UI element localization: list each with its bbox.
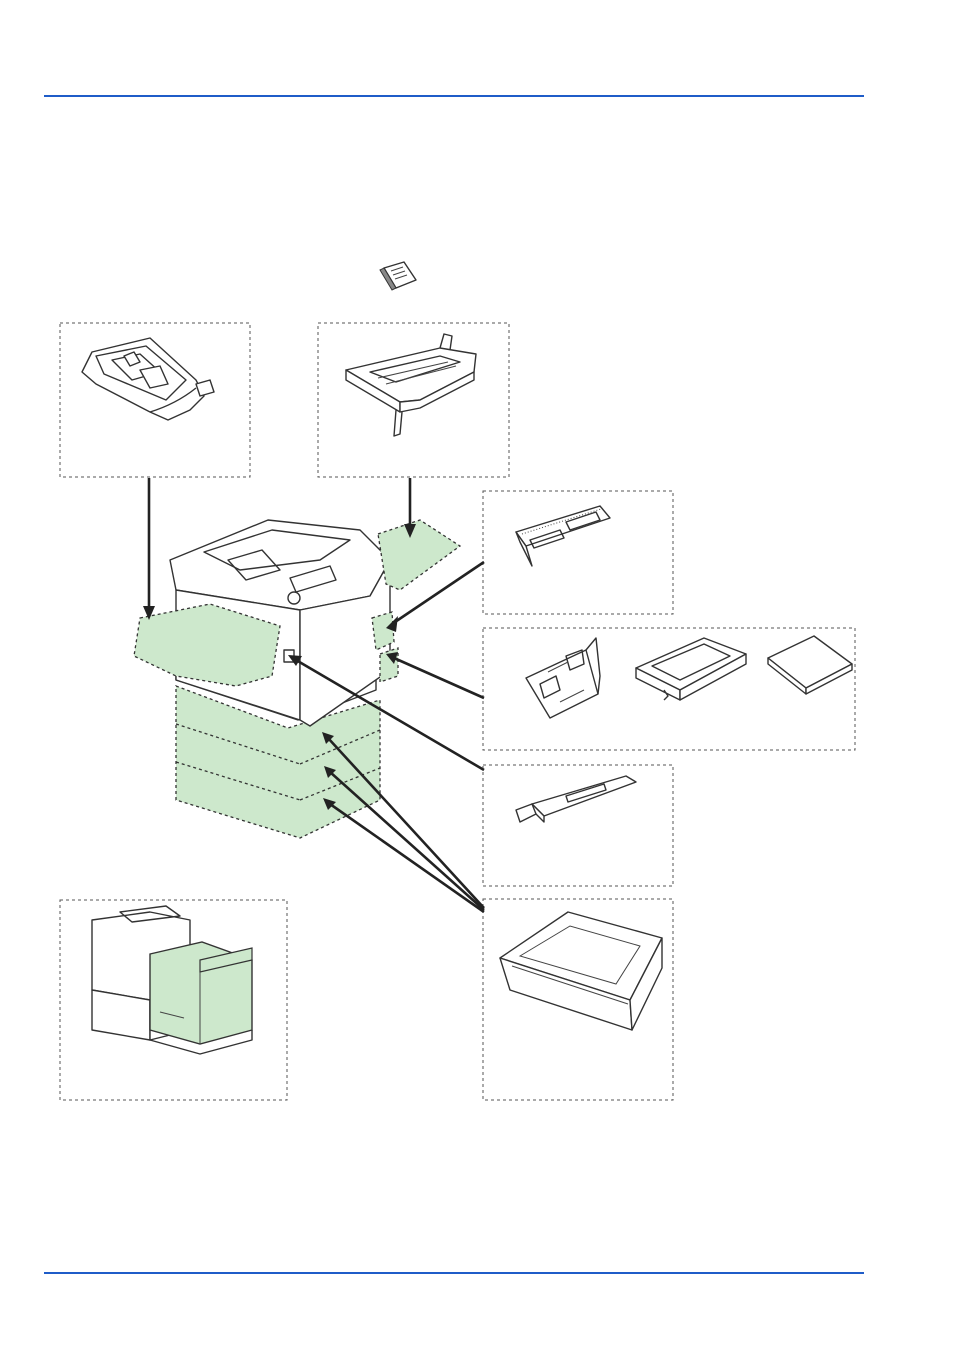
paper-feeder-box <box>482 898 674 1101</box>
memory-module-icon <box>515 505 611 567</box>
usb-memory-icon <box>515 775 637 823</box>
bulk-paper-feeder-icon <box>91 905 253 1055</box>
envelope-feeder-icon <box>81 337 215 421</box>
memory-module-box <box>482 490 674 615</box>
paper-feeder-icon <box>499 911 663 1031</box>
compactflash-card-icon <box>767 635 853 695</box>
top-rule <box>44 95 864 97</box>
bottom-rule <box>44 1272 864 1274</box>
network-card-icon <box>525 637 601 719</box>
note-icon <box>379 261 417 291</box>
bulk-paper-feeder-box <box>59 899 288 1101</box>
connector-arrows <box>143 478 485 914</box>
usb-memory-box <box>482 764 674 887</box>
printer-illustration <box>133 519 462 839</box>
storage-options-box <box>482 627 856 751</box>
hard-disk-icon <box>635 637 747 701</box>
face-up-output-tray-icon <box>345 333 477 437</box>
face-up-tray-box <box>317 322 510 478</box>
envelope-feeder-box <box>59 322 251 478</box>
